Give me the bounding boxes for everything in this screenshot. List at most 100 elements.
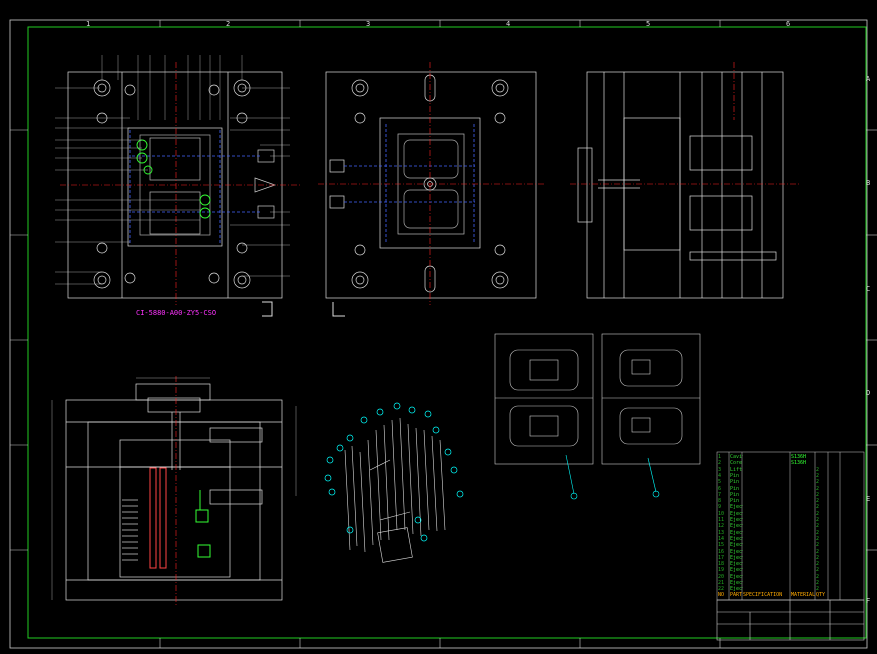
bom-cell: 2 [816,535,820,542]
bom-cell: Pin [730,479,740,486]
bom-cell: S136H [791,454,807,460]
bom-row: 20 Ejector Pin 2 [717,574,864,580]
column-label: 6 [786,20,791,28]
bom-cell: 2 [816,472,820,479]
bom-cell: 2 [816,466,820,473]
bom-header-cell: MATERIAL [791,592,816,598]
core-insert-plan [601,333,701,465]
bom-cell: 2 [816,523,820,530]
bom-cell: 17 [718,554,725,561]
bom-cell: Ejector Pin [730,510,743,517]
front-section-view [65,383,283,601]
bom-cell: 4 [718,472,722,479]
cavity-insert-plan [494,333,594,465]
cavity-side-plan-view [325,71,537,299]
bom-cell: Ejector Pin [730,561,743,568]
bom-cell: 5 [718,479,722,486]
bom-cell: Core Insert [730,460,743,467]
bom-cell: 9 [718,504,722,511]
bom-cell: 2 [816,586,820,593]
bom-cell: Cavity Insert [730,454,743,460]
core-side-view-symbol [262,301,273,317]
row-label: B [866,179,871,187]
insert-leaders [565,454,660,500]
bom-cell: Ejector Pin [730,554,743,561]
bom-row: 3 Lift Sub Block 2 [717,467,864,473]
bom-header-cell: PART NAME [730,592,743,598]
title-block-grid [716,599,865,641]
core-side-centerlines [60,62,300,305]
bom-cell: 2 [816,529,820,536]
row-label: E [866,495,871,503]
front-section-springs [122,499,138,561]
bom-cell: Ejector Pin [730,523,743,530]
cavity-side-view-symbol [332,302,345,317]
bom-header-cell: SPECIFICATION [743,592,783,598]
bom-cell: 13 [718,529,725,536]
bom-cell: 2 [816,485,820,492]
bom-cell: Ejector Pin [730,535,743,542]
core-side-highlight-parts [136,139,211,219]
bom-cell: 2 [816,479,820,486]
cavity-side-centerlines [318,62,545,305]
bom-cell: 7 [718,491,722,498]
bom-cell: Lift Sub Block [730,466,743,473]
column-label: 3 [366,20,371,28]
bom-cell: Pin [730,472,740,479]
bom-cell: 2 [816,542,820,549]
bom-cell: 2 [816,510,820,517]
row-label: A [866,75,871,83]
bom-cell: Ejector Pin [730,517,743,523]
bom-cell: 3 [718,466,722,473]
bom-cell: Pin [730,485,740,492]
bom-cell: 2 [816,504,820,511]
bom-cell: Ejector Pin [730,529,743,536]
row-label: D [866,389,871,397]
bom-cell: 2 [816,580,820,586]
front-section-ejector-rods [149,467,167,569]
bom-row: 10 Ejector Pin 2 [717,511,864,517]
bom-header-cell: QTY [816,592,826,598]
bom-row: 19 Ejector Pin 2 [717,567,864,573]
drawing-frame-border [27,26,867,639]
bom-cell: 8 [718,498,722,505]
bom-cell: 2 [816,567,820,574]
bom-header-cell: NO [718,592,725,598]
bom-cell: 2 [816,498,820,505]
bom-cell: Ejector Pin [730,573,743,580]
bom-cell: 15 [718,542,725,549]
bom-row: 5 Pin 2 [717,479,864,485]
bom-cell: Ejector Pin [730,580,743,586]
zone-ticks [10,20,877,648]
bom-cell: Ejector Pin [730,567,743,574]
drawing-part-code: CI-5880-A00-ZY5-CSO [136,309,217,317]
row-label: C [866,285,871,293]
bom-cell: 19 [718,567,725,574]
bom-cell: 10 [718,510,725,517]
bom-cell: 20 [718,573,725,580]
bom-cell: 1 [718,454,722,460]
core-side-cooling-lines [129,130,260,244]
front-section-highlights [195,490,211,558]
bom-cell: 14 [718,535,725,542]
bom-row: 1 Cavity Insert S136H [717,454,864,460]
core-side-label-lines [55,55,290,285]
bom-cell: 2 [816,573,820,580]
column-label: 5 [646,20,651,28]
bom-row: 14 Ejector Pin 2 [717,536,864,542]
bom-cell: Pin [730,491,740,498]
bom-cell: 2 [816,517,820,523]
